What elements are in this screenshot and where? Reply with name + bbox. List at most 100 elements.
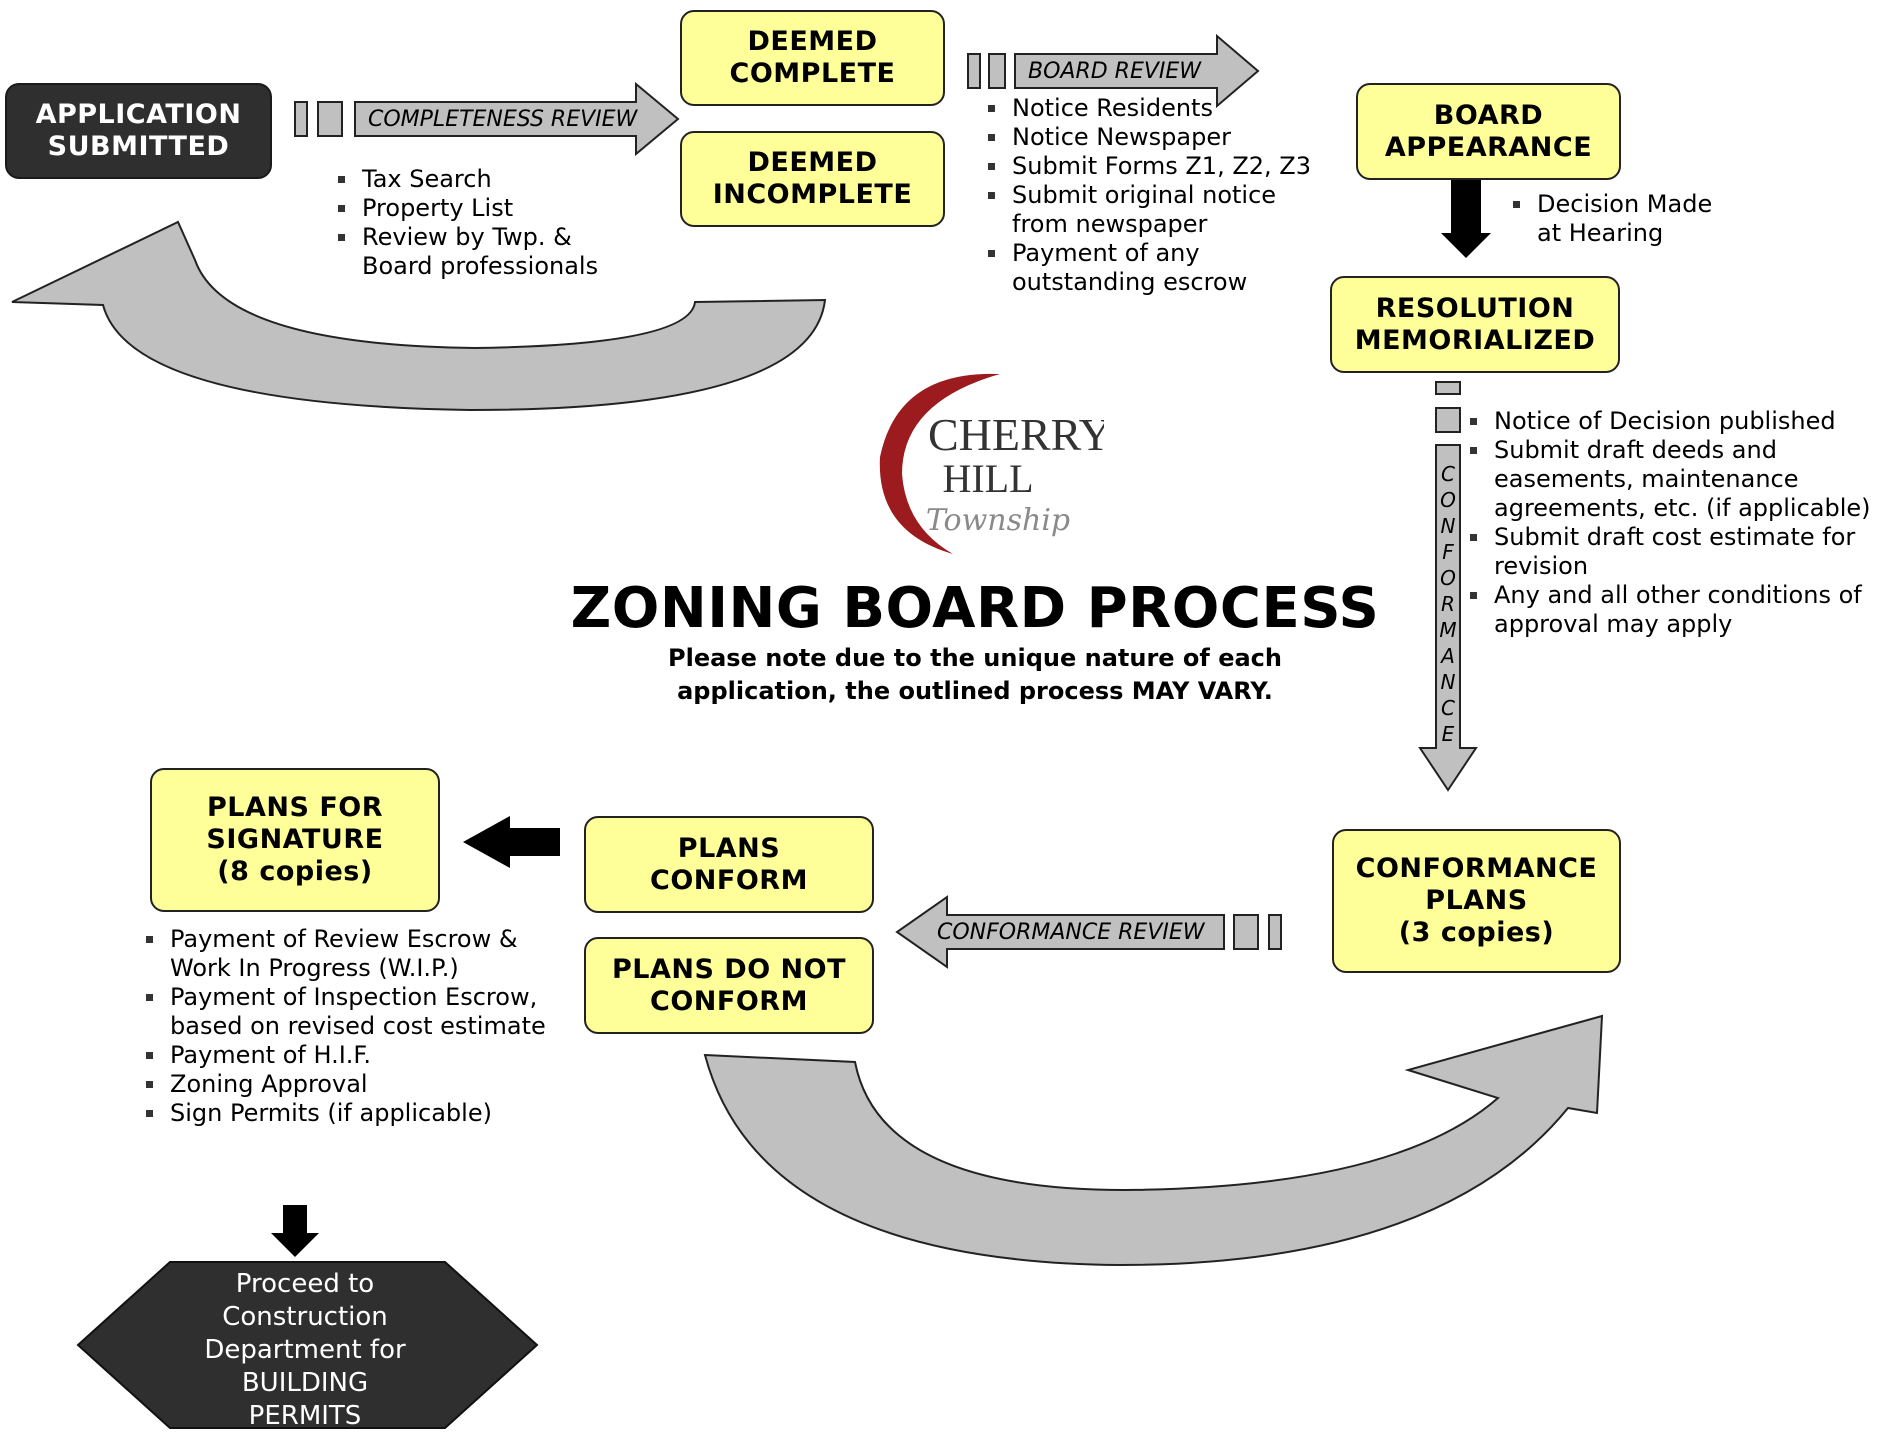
conformance-review-label: CONFORMANCE REVIEW [937, 920, 1205, 945]
plans-conform-line-1: PLANS [677, 832, 781, 864]
deemed-incomplete-line-2: INCOMPLETE [712, 179, 913, 210]
list-item: Payment of any outstanding escrow [986, 239, 1316, 297]
list-item: Submit draft cost estimate for revision [1468, 523, 1878, 581]
conformance-review-arrow [895, 895, 1225, 969]
deemed-incomplete-line-1: DEEMED [747, 147, 878, 178]
resolution-memorialized-box: RESOLUTION MEMORIALIZED [1330, 276, 1620, 373]
conformance-arrow [1418, 444, 1478, 792]
completeness-review-label: COMPLETENESS REVIEW [368, 107, 638, 132]
final-step-line-4: BUILDING [241, 1368, 369, 1398]
completeness-chevron-1 [294, 101, 308, 137]
completeness-requirements-list: Tax Search Property List Review by Twp. … [336, 165, 636, 281]
board-to-resolution-arrow [1441, 180, 1491, 258]
conformance-letter: C [1441, 462, 1455, 486]
list-item: Payment of Inspection Escrow, based on r… [144, 983, 574, 1041]
cherry-hill-township-logo: CHERRY HILL Township [879, 373, 1104, 554]
deemed-incomplete-box: DEEMED INCOMPLETE [680, 131, 945, 227]
conformance-letter: C [1441, 696, 1455, 720]
board-review-arrow [1014, 33, 1260, 109]
resubmit-curved-arrow [11, 220, 827, 412]
application-submitted-box: APPLICATION SUBMITTED [5, 83, 272, 179]
conformance-plans-box: CONFORMANCE PLANS (3 copies) [1332, 829, 1621, 973]
final-step-line-1: Proceed to [235, 1269, 375, 1299]
resolution-memorialized-line-2: MEMORIALIZED [1354, 324, 1596, 356]
list-item: Submit draft deeds and easements, mainte… [1468, 436, 1878, 523]
board-review-chevron-1 [967, 53, 981, 89]
application-submitted-line-2: SUBMITTED [47, 131, 230, 162]
conformance-letter: N [1440, 670, 1456, 694]
page-title: ZONING BOARD PROCESS [570, 576, 1380, 641]
plans-for-signature-box: PLANS FOR SIGNATURE (8 copies) [150, 768, 440, 912]
conform-to-signature-arrow [463, 816, 560, 868]
board-review-label: BOARD REVIEW [1028, 59, 1202, 84]
list-item: Any and all other conditions of approval… [1468, 581, 1878, 639]
conformance-letter: M [1439, 618, 1457, 642]
list-item: Decision Made at Hearing [1511, 190, 1721, 248]
plans-for-signature-line-1: PLANS FOR [206, 792, 384, 823]
plans-do-not-conform-line-2: CONFORM [650, 985, 808, 1017]
board-review-chevron-2 [988, 53, 1006, 89]
list-item: Payment of Review Escrow & Work In Progr… [144, 925, 574, 983]
plans-for-signature-line-2: SIGNATURE [206, 824, 384, 855]
process-disclaimer: Please note due to the unique nature of … [620, 642, 1330, 708]
final-step-line-2: Construction [222, 1302, 388, 1332]
plans-conform-line-2: CONFORM [650, 864, 808, 896]
plans-do-not-conform-line-1: PLANS DO NOT [611, 953, 847, 985]
conformance-letter: E [1441, 722, 1455, 746]
conformance-letter: O [1440, 488, 1456, 512]
conformance-letter: A [1441, 644, 1455, 668]
list-item: Sign Permits (if applicable) [144, 1099, 574, 1128]
deemed-complete-line-1: DEEMED [747, 26, 878, 57]
logo-township-script: Township [926, 503, 1070, 538]
board-appearance-line-1: BOARD [1433, 99, 1544, 131]
list-item: Tax Search [336, 165, 636, 194]
conformance-letter: N [1440, 514, 1456, 538]
application-submitted-line-1: APPLICATION [35, 99, 242, 130]
deemed-complete-box: DEEMED COMPLETE [680, 10, 945, 106]
conformance-plans-line-2: PLANS [1425, 885, 1528, 916]
list-item: Submit original notice from newspaper [986, 181, 1316, 239]
conformance-chevron-2 [1435, 407, 1461, 433]
list-item: Submit Forms Z1, Z2, Z3 [986, 152, 1316, 181]
logo-cherry-text: CHERRY [928, 409, 1104, 460]
plans-for-signature-line-3: (8 copies) [217, 856, 373, 887]
final-step-line-5: PERMITS [248, 1401, 362, 1431]
final-step-line-3: Department for [204, 1335, 406, 1365]
disclaimer-line-1: Please note due to the unique nature of … [668, 644, 1282, 672]
conformance-letter: F [1442, 540, 1454, 564]
conformance-chevron-1 [1435, 381, 1461, 395]
board-appearance-notes-list: Decision Made at Hearing [1511, 190, 1721, 248]
completeness-review-arrow [354, 81, 680, 157]
plans-conform-box: PLANS CONFORM [584, 816, 874, 913]
conformance-review-chevron-2 [1233, 914, 1259, 950]
completeness-chevron-2 [317, 101, 343, 137]
list-item: Property List [336, 194, 636, 223]
board-review-requirements-list: Notice Residents Notice Newspaper Submit… [986, 94, 1316, 297]
conformance-vertical-label: C O N F O R M A N C E [1437, 461, 1459, 747]
conformance-plans-line-1: CONFORMANCE [1355, 853, 1598, 884]
list-item: Notice of Decision published [1468, 407, 1878, 436]
board-appearance-box: BOARD APPEARANCE [1356, 83, 1621, 180]
conformance-plans-line-3: (3 copies) [1398, 917, 1555, 948]
final-step-label: Proceed to Construction Department for B… [80, 1268, 530, 1433]
deemed-complete-line-2: COMPLETE [729, 58, 896, 89]
resolution-requirements-list: Notice of Decision published Submit draf… [1468, 407, 1878, 639]
logo-hill-text: HILL [942, 456, 1033, 501]
final-step-hexagon [76, 1261, 539, 1429]
conformance-letter: R [1441, 592, 1455, 616]
board-appearance-line-2: APPEARANCE [1384, 131, 1593, 163]
logo-crescent [879, 373, 1000, 554]
disclaimer-line-2: application, the outlined process MAY VA… [677, 677, 1273, 705]
list-item: Review by Twp. & Board professionals [336, 223, 636, 281]
signature-to-final-arrow [271, 1205, 319, 1257]
list-item: Payment of H.I.F. [144, 1041, 574, 1070]
conformance-review-chevron-1 [1268, 914, 1282, 950]
list-item: Zoning Approval [144, 1070, 574, 1099]
list-item: Notice Newspaper [986, 123, 1316, 152]
resubmit-conformance-curved-arrow [703, 1014, 1604, 1267]
list-item: Notice Residents [986, 94, 1316, 123]
signature-requirements-list: Payment of Review Escrow & Work In Progr… [144, 925, 574, 1128]
plans-do-not-conform-box: PLANS DO NOT CONFORM [584, 937, 874, 1034]
